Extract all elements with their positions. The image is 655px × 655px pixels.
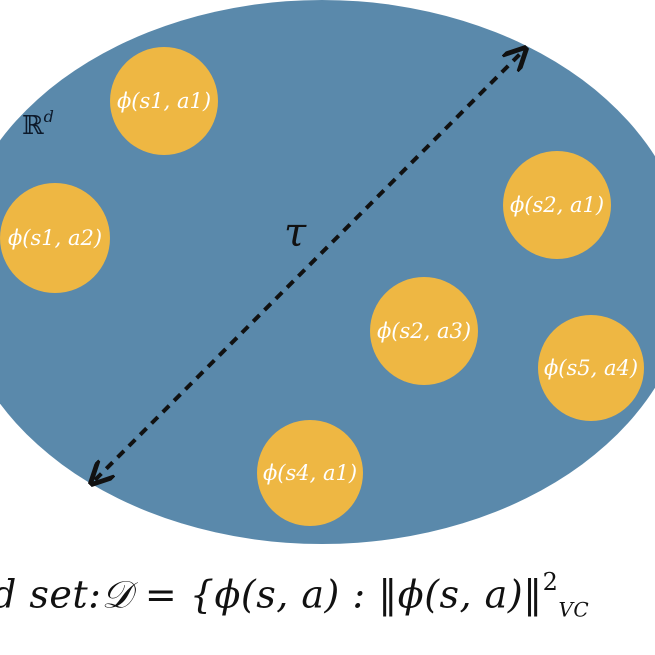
distance-arrow <box>95 52 522 480</box>
point-label: ϕ(s1, a1) <box>117 89 211 113</box>
formula-prefix: d set: <box>0 572 102 617</box>
point-label: ϕ(s4, a1) <box>263 461 357 485</box>
formula-subscript: VC <box>558 597 590 622</box>
point-label: ϕ(s1, a2) <box>8 226 102 250</box>
point-node: ϕ(s2, a1) <box>503 151 611 259</box>
point-label: ϕ(s5, a4) <box>544 356 638 380</box>
point-node: ϕ(s1, a2) <box>0 183 110 293</box>
point-node: ϕ(s5, a4) <box>538 315 644 421</box>
formula-exponent: 2 <box>542 568 559 596</box>
point-node: ϕ(s2, a3) <box>370 277 478 385</box>
formula-body: 𝒟 = {ϕ(s, a) : ‖ϕ(s, a)‖ <box>101 572 543 617</box>
space-label: ℝd <box>22 107 54 141</box>
distance-label: τ <box>284 210 307 256</box>
point-node: ϕ(s4, a1) <box>257 420 363 526</box>
dataset-formula: d set:𝒟 = {ϕ(s, a) : ‖ϕ(s, a)‖2VC <box>0 568 590 622</box>
point-label: ϕ(s2, a1) <box>510 193 604 217</box>
point-label: ϕ(s2, a3) <box>377 319 471 343</box>
point-node: ϕ(s1, a1) <box>110 47 218 155</box>
